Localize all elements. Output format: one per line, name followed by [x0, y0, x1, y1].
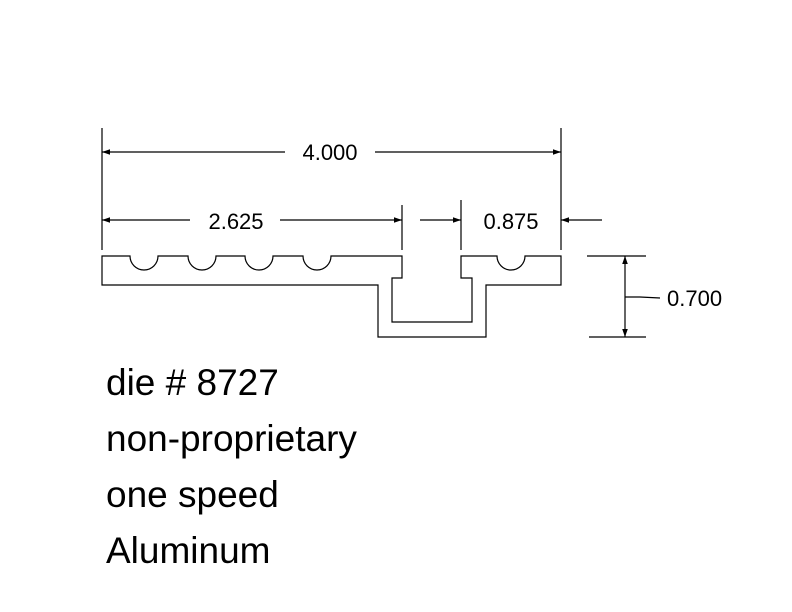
dimension-right-label: 0.875	[483, 209, 538, 234]
dimension-height	[622, 256, 661, 337]
die-number: die # 8727	[106, 362, 279, 403]
extension-lines	[101, 128, 646, 338]
material-note: Aluminum	[106, 530, 271, 571]
dimension-height-label: 0.700	[667, 286, 722, 311]
dimension-left-label: 2.625	[208, 209, 263, 234]
extrusion-profile	[101, 255, 562, 338]
speed-note: one speed	[106, 474, 279, 515]
dimension-overall-label: 4.000	[302, 140, 357, 165]
proprietary-note: non-proprietary	[106, 418, 357, 459]
